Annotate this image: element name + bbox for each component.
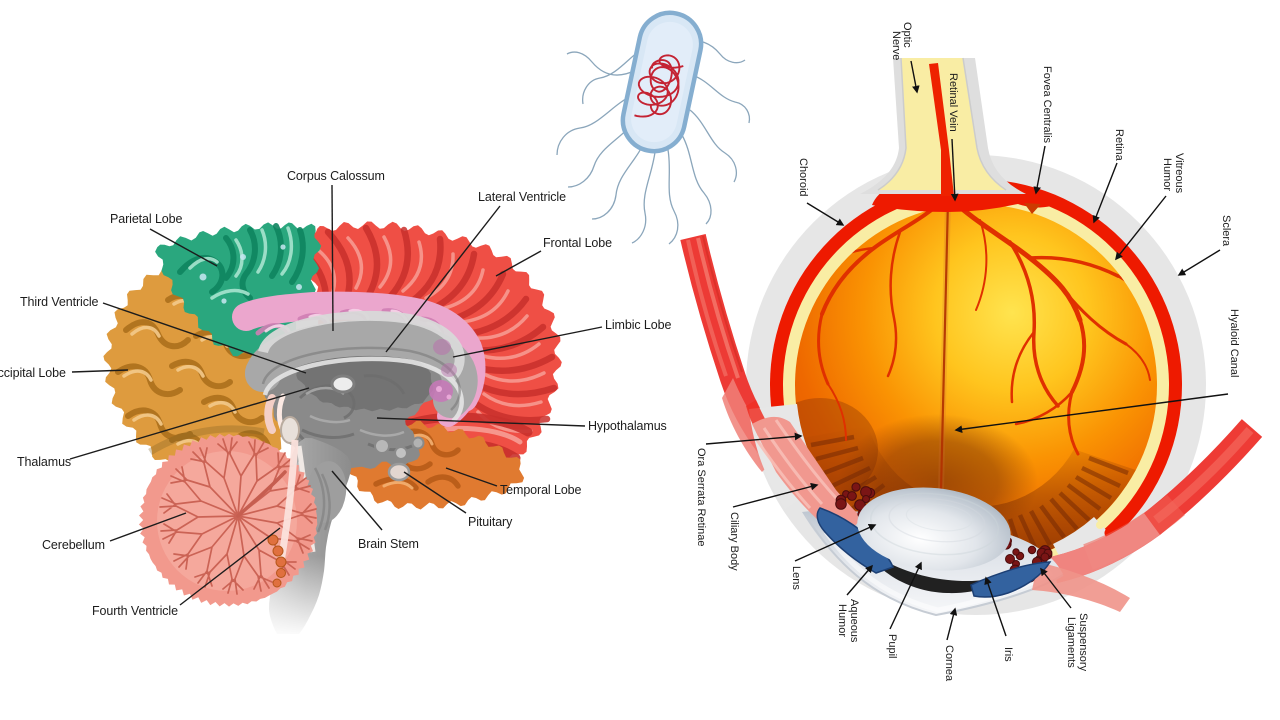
svg-text:Vitreous: Vitreous — [1173, 153, 1185, 194]
svg-text:Ciliary Body: Ciliary Body — [728, 512, 740, 571]
svg-text:Brain Stem: Brain Stem — [358, 537, 419, 551]
svg-text:Occipital Lobe: Occipital Lobe — [0, 366, 66, 380]
svg-text:Parietal Lobe: Parietal Lobe — [110, 212, 183, 226]
svg-text:Ligaments: Ligaments — [1065, 617, 1077, 668]
svg-text:Aqueous: Aqueous — [848, 599, 860, 643]
svg-text:Iris: Iris — [1002, 647, 1014, 662]
svg-text:Pituitary: Pituitary — [468, 515, 513, 529]
svg-text:Hyaloid Canal: Hyaloid Canal — [1228, 309, 1240, 377]
svg-text:Thalamus: Thalamus — [17, 455, 71, 469]
svg-text:Sclera: Sclera — [1220, 215, 1232, 247]
svg-text:Humor: Humor — [836, 604, 848, 637]
svg-text:Fourth Ventricle: Fourth Ventricle — [92, 604, 178, 618]
svg-text:Lateral Ventricle: Lateral Ventricle — [478, 190, 566, 204]
svg-text:Third Ventricle: Third Ventricle — [20, 295, 99, 309]
svg-text:Suspensory: Suspensory — [1077, 613, 1089, 672]
svg-text:Cerebellum: Cerebellum — [42, 538, 105, 552]
svg-text:Retina: Retina — [1113, 129, 1125, 162]
svg-text:Hypothalamus: Hypothalamus — [588, 419, 667, 433]
svg-text:Lens: Lens — [790, 566, 802, 590]
svg-text:Optic: Optic — [901, 22, 913, 48]
svg-text:Humor: Humor — [1161, 158, 1173, 191]
svg-text:Limbic Lobe: Limbic Lobe — [605, 318, 671, 332]
svg-text:Temporal Lobe: Temporal Lobe — [500, 483, 582, 497]
svg-text:Frontal Lobe: Frontal Lobe — [543, 236, 612, 250]
svg-text:Corpus Calossum: Corpus Calossum — [287, 169, 385, 183]
svg-text:Cornea: Cornea — [943, 645, 955, 682]
svg-text:Pupil: Pupil — [886, 634, 898, 658]
svg-text:Nerve: Nerve — [890, 31, 902, 60]
svg-text:Fovea Centralis: Fovea Centralis — [1041, 66, 1053, 144]
svg-text:Ora Serrata Retinae: Ora Serrata Retinae — [695, 448, 707, 546]
svg-text:Retinal Vein: Retinal Vein — [947, 73, 959, 132]
svg-text:Choroid: Choroid — [797, 158, 809, 197]
